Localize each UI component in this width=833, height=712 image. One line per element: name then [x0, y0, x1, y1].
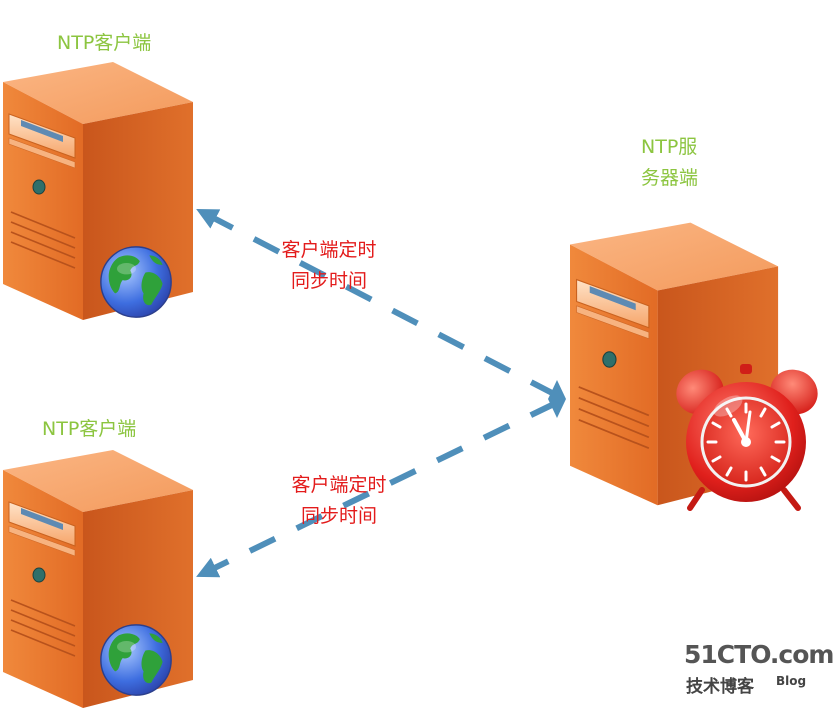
server-label-line2: 务器端 — [641, 167, 699, 189]
watermark-subtitle: 技术博客 — [686, 677, 754, 697]
globe-icon — [100, 624, 172, 696]
watermark-blog: Blog — [776, 674, 807, 688]
globe-icon — [100, 246, 172, 318]
client-bottom-label: NTP客户端 — [42, 418, 137, 440]
client-top-label: NTP客户端 — [57, 32, 152, 54]
edge-top-label-line2: 同步时间 — [290, 270, 367, 292]
server-label-line1: NTP服 — [641, 136, 698, 158]
sync-arrow-top — [196, 208, 558, 398]
edge-bottom-label-line1: 客户端定时 — [291, 474, 387, 496]
edge-bottom-label-line2: 同步时间 — [300, 505, 377, 527]
edge-top-label-line1: 客户端定时 — [281, 239, 377, 261]
arrow-origin-marker — [548, 380, 566, 418]
sync-arrow-bottom — [196, 400, 558, 578]
watermark-logo: 51CTO.com — [684, 640, 833, 669]
